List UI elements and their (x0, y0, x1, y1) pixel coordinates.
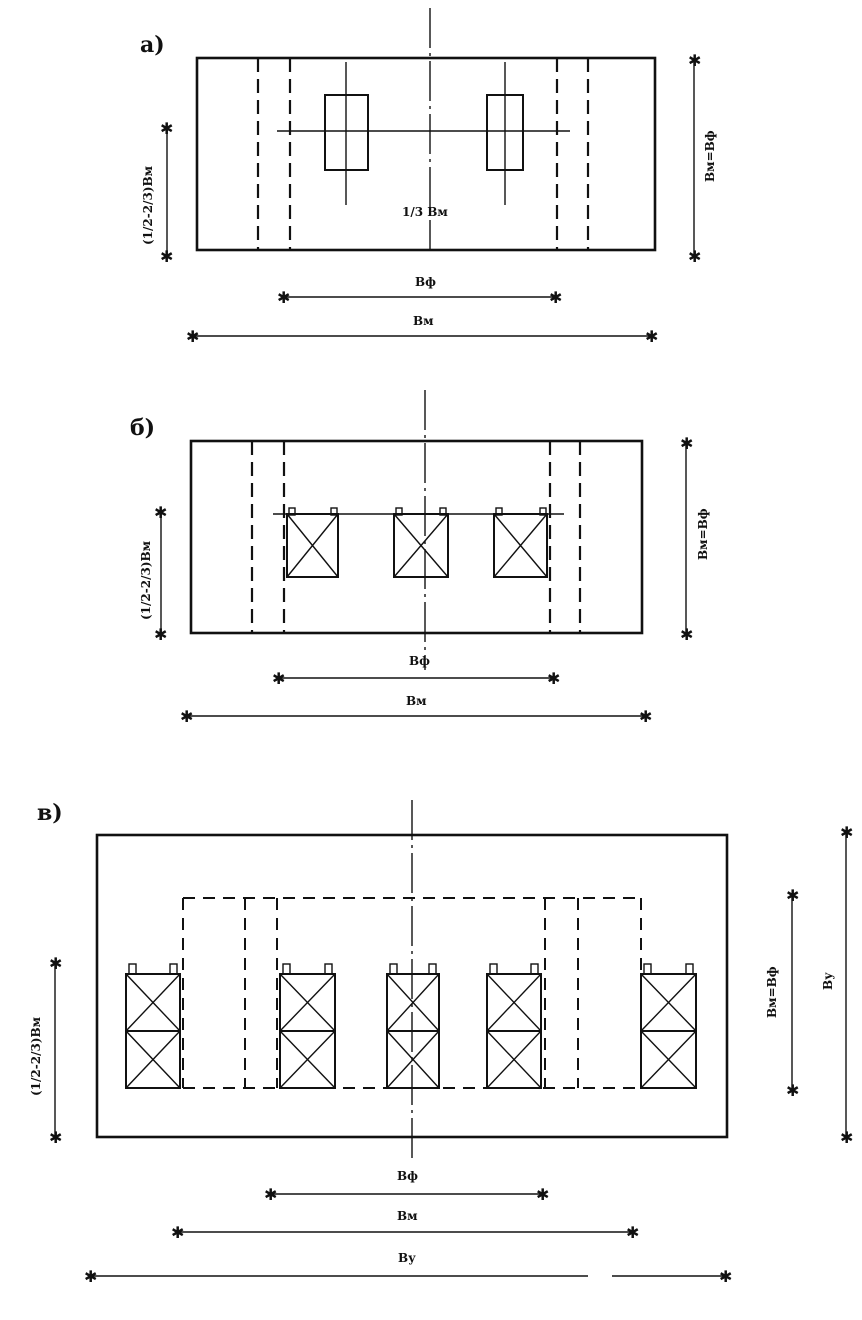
figure-a-left-dim: (1/2-2/3)Bм (141, 165, 155, 245)
svg-text:✱: ✱ (547, 669, 560, 688)
figure-b-outline (189, 439, 644, 635)
figure-a: а) 1/3 Bм ✱ ✱ (1/2-2/3)Bм ✱ ✱ Bм=Bф Bф ✱… (140, 8, 717, 346)
figure-c-column-3 (386, 963, 440, 1089)
svg-text:✱: ✱ (154, 625, 167, 644)
figure-b-right-dim: Bм=Bф (696, 508, 710, 560)
figure-c-column-1 (125, 963, 181, 1089)
figure-b-left-dim: (1/2-2/3)Bм (139, 540, 153, 620)
svg-text:✱: ✱ (639, 707, 652, 726)
figure-c-outer-dim-label: Bу (398, 1251, 416, 1265)
svg-text:✱: ✱ (160, 119, 173, 138)
svg-text:✱: ✱ (160, 247, 173, 266)
figure-b-column-1 (286, 507, 339, 578)
svg-text:✱: ✱ (626, 1223, 639, 1242)
figure-a-outline (195, 56, 657, 252)
svg-text:✱: ✱ (549, 288, 562, 307)
figure-b-letter: б) (130, 415, 155, 441)
svg-text:✱: ✱ (840, 1128, 853, 1147)
svg-text:✱: ✱ (688, 247, 701, 266)
svg-text:✱: ✱ (719, 1267, 732, 1286)
figure-b-outer-dim-label: Bм (406, 694, 427, 708)
figure-c-right-outer-dim: Bу (821, 972, 835, 990)
svg-text:✱: ✱ (264, 1185, 277, 1204)
figure-c-column-4 (486, 963, 542, 1089)
figure-a-outer-dim-label: Bм (413, 314, 434, 328)
svg-text:✱: ✱ (786, 886, 799, 905)
figure-a-inner-dim-label: Bф (415, 275, 436, 289)
svg-text:✱: ✱ (840, 823, 853, 842)
svg-text:✱: ✱ (49, 954, 62, 973)
figure-b-inner-dim-label: Bф (409, 654, 430, 668)
figure-a-center-label: 1/3 Bм (402, 205, 448, 219)
svg-text:✱: ✱ (49, 1128, 62, 1147)
figure-c-inner-dim-label: Bф (397, 1169, 418, 1183)
figure-b-column-3 (493, 507, 548, 578)
svg-text:✱: ✱ (680, 434, 693, 453)
figure-c-column-2 (279, 963, 336, 1089)
figure-a-right-dim: Bм=Bф (703, 130, 717, 182)
svg-text:✱: ✱ (186, 327, 199, 346)
svg-text:✱: ✱ (171, 1223, 184, 1242)
svg-text:✱: ✱ (180, 707, 193, 726)
figure-a-letter: а) (140, 32, 165, 58)
figure-b: б) ✱ ✱ (130, 390, 710, 726)
svg-text:✱: ✱ (680, 625, 693, 644)
svg-text:✱: ✱ (272, 669, 285, 688)
svg-text:✱: ✱ (688, 51, 701, 70)
figure-c-left-dim: (1/2-2/3)Bм (29, 1016, 43, 1096)
svg-text:✱: ✱ (786, 1081, 799, 1100)
svg-text:✱: ✱ (536, 1185, 549, 1204)
figure-c-mid-dim-label: Bм (397, 1209, 418, 1223)
figure-c-column-5 (640, 963, 697, 1089)
svg-text:✱: ✱ (154, 503, 167, 522)
figure-c-right-inner-dim: Bм=Bф (765, 966, 779, 1018)
svg-text:✱: ✱ (84, 1267, 97, 1286)
figure-c: в) (29, 800, 853, 1286)
svg-text:✱: ✱ (277, 288, 290, 307)
svg-text:✱: ✱ (645, 327, 658, 346)
figure-c-letter: в) (37, 800, 63, 826)
figure-b-column-2 (393, 507, 449, 578)
